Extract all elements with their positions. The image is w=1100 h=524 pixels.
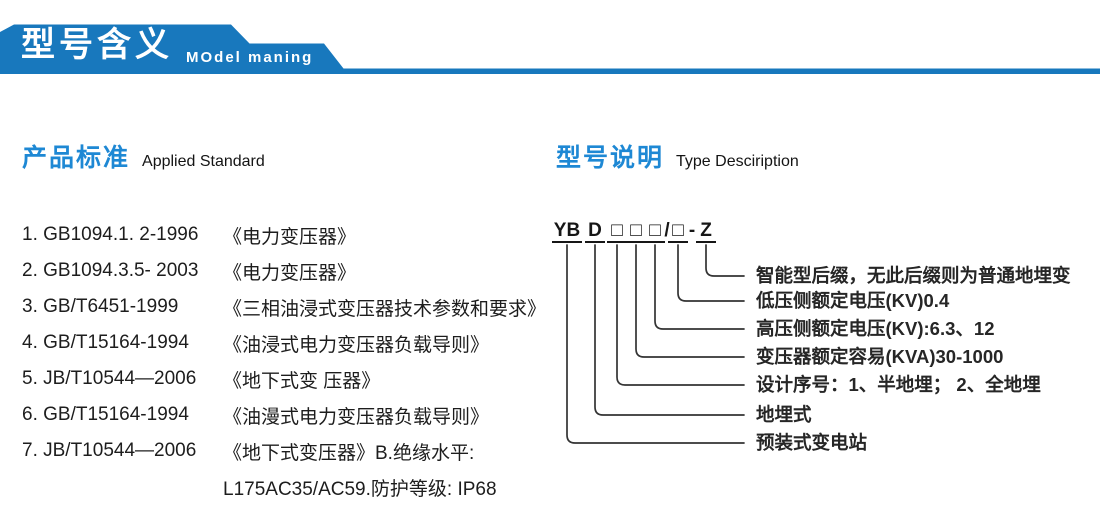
model-code-box-2: □ xyxy=(626,220,646,243)
banner-shape xyxy=(0,24,1100,74)
model-code-box-1: □ xyxy=(607,220,627,243)
standard-title: 《油浸式电力变压器负载导则》 xyxy=(223,334,490,356)
model-code-slash: / xyxy=(664,220,670,241)
banner-subtitle: MOdel maning xyxy=(186,49,314,66)
standard-title: 《电力变压器》 xyxy=(223,262,357,284)
applied-standard-heading-zh: 产品标准 xyxy=(22,144,131,172)
model-code-box-4: □ xyxy=(668,220,688,243)
standard-code: 5. JB/T10544—2006 xyxy=(22,368,197,389)
type-description-heading-en: Type Desciription xyxy=(676,153,799,170)
model-label-design-serial: 设计序号：1、半地埋； 2、全地埋 xyxy=(756,374,1041,395)
standard-title: L175AC35/AC59.防护等级: IP68 xyxy=(223,478,497,500)
standard-code: 3. GB/T6451-1999 xyxy=(22,296,179,317)
model-label-smart-suffix: 智能型后缀，无此后缀则为普通地埋变 xyxy=(756,265,1071,286)
model-code-part-z: Z xyxy=(696,220,716,243)
leader-line-z xyxy=(705,244,745,277)
standard-title: 《三相油浸式变压器技术参数和要求》 xyxy=(223,298,547,320)
type-description-heading-zh: 型号说明 xyxy=(556,144,665,172)
standard-title: 《地下式变压器》B.绝缘水平: xyxy=(223,442,475,464)
standard-title: 《地下式变 压器》 xyxy=(223,370,381,392)
standards-list: 1. GB1094.1. 2-1996 《电力变压器》 2. GB1094.3.… xyxy=(22,217,546,505)
model-code-box-3: □ xyxy=(645,220,665,243)
banner-title: 型号含义 xyxy=(21,26,173,64)
model-code-dash: - xyxy=(688,220,696,241)
standard-item: 3. GB/T6451-1999 《三相油浸式变压器技术参数和要求》 xyxy=(22,289,546,325)
leader-line-box2 xyxy=(635,244,745,358)
standard-item: 2. GB1094.3.5- 2003 《电力变压器》 xyxy=(22,253,546,289)
type-description-heading: 型号说明 Type Desciription xyxy=(556,138,799,174)
leader-line-d xyxy=(594,244,745,416)
model-code-part-yb: YB xyxy=(552,220,582,243)
standard-item: 1. GB1094.1. 2-1996 《电力变压器》 xyxy=(22,217,546,253)
standard-title: 《电力变压器》 xyxy=(223,226,357,248)
standard-title: 《油漫式电力变压器负载导则》 xyxy=(223,406,490,428)
applied-standard-heading-en: Applied Standard xyxy=(142,153,265,170)
standard-code: 7. JB/T10544—2006 xyxy=(22,440,197,461)
standard-code: 2. GB1094.3.5- 2003 xyxy=(22,260,199,281)
leader-line-box3 xyxy=(654,244,745,330)
standard-code: 6. GB/T15164-1994 xyxy=(22,404,189,425)
model-label-buried-type: 地埋式 xyxy=(756,404,812,425)
model-label-rated-capacity: 变压器额定容易(KVA)30-1000 xyxy=(756,346,1004,367)
model-label-hv-voltage: 高压侧额定电压(KV):6.3、12 xyxy=(756,318,995,339)
standard-item: 6. GB/T15164-1994 《油漫式电力变压器负载导则》 xyxy=(22,397,546,433)
applied-standard-heading: 产品标准 Applied Standard xyxy=(22,138,265,174)
leader-line-box1 xyxy=(616,244,745,386)
model-label-lv-voltage: 低压侧额定电压(KV)0.4 xyxy=(756,290,950,311)
leader-line-yb xyxy=(566,244,745,444)
standard-item: 5. JB/T10544—2006 《地下式变 压器》 xyxy=(22,361,546,397)
standard-code: 4. GB/T15164-1994 xyxy=(22,332,189,353)
leader-line-box4 xyxy=(677,244,745,302)
standard-code: 1. GB1094.1. 2-1996 xyxy=(22,224,199,245)
model-code-part-d: D xyxy=(585,220,605,243)
model-label-prefab-substation: 预装式变电站 xyxy=(756,432,868,453)
standard-item-continuation: L175AC35/AC59.防护等级: IP68 xyxy=(22,469,546,505)
standard-item: 4. GB/T15164-1994 《油浸式电力变压器负载导则》 xyxy=(22,325,546,361)
standard-item: 7. JB/T10544—2006 《地下式变压器》B.绝缘水平: xyxy=(22,433,546,469)
